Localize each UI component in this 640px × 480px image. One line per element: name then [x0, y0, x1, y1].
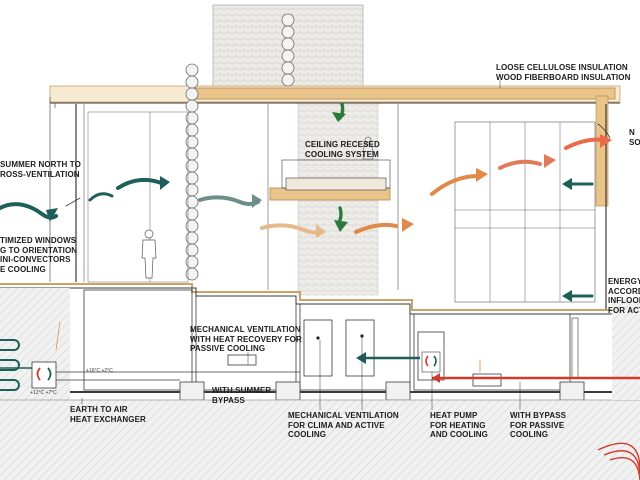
earth-exchanger-unit	[31, 361, 57, 389]
temp-lower-label: +12°C +7°C	[30, 390, 57, 396]
equipment-dot-2	[360, 334, 364, 338]
mech-recovery-label: MECHANICAL VENTILATION WITH HEAT RECOVER…	[190, 325, 302, 353]
heat-pump-arrow-teal	[433, 355, 437, 367]
exchange-arrow-teal	[47, 367, 52, 381]
basement-air-arrowhead	[356, 352, 366, 364]
earth-heat-exchanger-coil	[0, 339, 20, 391]
log-column-top	[281, 13, 295, 87]
leader-lines	[81, 80, 521, 410]
bypass-passive-label: WITH BYPASS FOR PASSIVE COOLING	[510, 411, 567, 439]
temp-upper-label: +16°C +2°C	[86, 368, 113, 374]
heat-pump-arrow-red	[425, 355, 429, 367]
ducts	[0, 367, 300, 381]
summer-north-label: SUMMER NORTH TO ROSS-VENTILATION	[0, 160, 81, 179]
ceiling-cooling-label: CEILING RECESED COOLING SYSTEM	[305, 140, 380, 159]
airflow-arrows	[0, 102, 612, 373]
mech-clima-label: MECHANICAL VENTILATION FOR CLIMA AND ACT…	[288, 411, 399, 439]
summer-bypass-label: WITH SUMMER BYPASS	[212, 386, 272, 405]
heat-pump-unit	[421, 351, 441, 373]
heat-pump-label: HEAT PUMP FOR HEATING AND COOLING	[430, 411, 488, 439]
optimized-windows-label: TIMIZED WINDOWS G TO ORIENTATION INI-CON…	[0, 236, 78, 274]
earth-exchanger-label: EARTH TO AIR HEAT EXCHANGER	[70, 405, 146, 424]
person-silhouette	[141, 229, 157, 279]
energy-label: ENERGY ACCORD INFLOOR FOR ACT	[608, 277, 640, 315]
log-column-left	[185, 63, 199, 281]
top-right-label: N SO	[629, 128, 640, 147]
equipment-dot-1	[316, 336, 320, 340]
insulation-label: LOOSE CELLULOSE INSULATION WOOD FIBERBOA…	[496, 63, 631, 82]
person-silhouette-2	[362, 136, 374, 160]
exchange-arrow-red	[36, 367, 41, 381]
